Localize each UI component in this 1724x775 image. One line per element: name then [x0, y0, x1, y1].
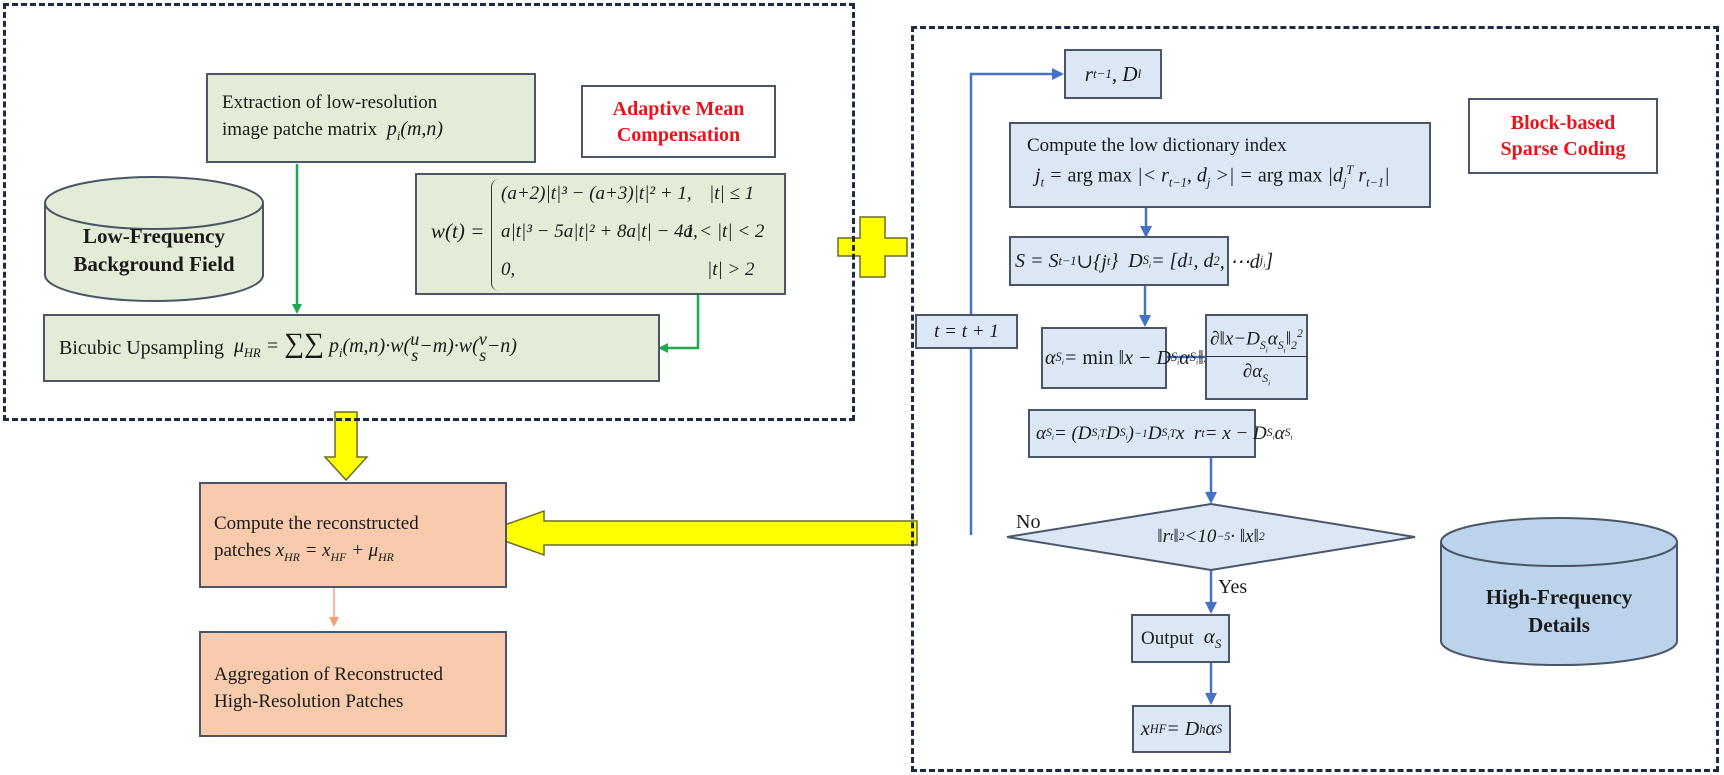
adaptive-mean-title: Adaptive Mean Compensation — [581, 85, 776, 158]
kernel-cond2: 1 < |t| < 2 — [685, 221, 765, 242]
extraction-box[interactable]: Extraction of low-resolution image patch… — [206, 73, 536, 163]
extraction-line1: Extraction of low-resolution — [222, 92, 438, 113]
sparse-coding-title-line2: Sparse Coding — [1500, 138, 1626, 160]
kernel-case1: (a+2)|t|³ − (a+3)|t|² + 1, — [501, 183, 692, 204]
decision-diamond[interactable] — [1006, 502, 1416, 572]
adaptive-mean-title-line1: Adaptive Mean — [612, 97, 745, 120]
reconstruct-line1: Compute the reconstructed — [214, 513, 419, 534]
kernel-case3: 0, — [501, 259, 516, 280]
high-frequency-label: High-Frequency Details — [1441, 583, 1677, 639]
adaptive-mean-panel — [3, 3, 855, 421]
min-box[interactable]: αSi = min ‖x − DSiαSi‖22 — [1041, 327, 1216, 389]
aggregate-line1: Aggregation of Reconstructed — [214, 664, 443, 685]
extraction-line2: image patche matrix — [222, 119, 378, 140]
gradient-denominator: ∂αSi — [1242, 361, 1271, 388]
increment-box[interactable]: t = t + 1 — [915, 314, 1018, 349]
yellow-plus-icon — [837, 216, 908, 278]
index-formula: jt = arg max |< rt−1, dj >| = arg max |d… — [1035, 163, 1390, 190]
aggregate-line2: High-Resolution Patches — [214, 691, 404, 712]
arrow-kernel-to-upsampling — [658, 294, 700, 353]
high-frequency-database-icon — [1440, 517, 1678, 666]
index-line1: Compute the low dictionary index — [1027, 135, 1287, 156]
output-label: Output — [1141, 628, 1194, 649]
sparse-coding-title: Block-based Sparse Coding — [1468, 98, 1658, 174]
output-formula: αS — [1203, 624, 1222, 652]
reconstruct-box[interactable]: Compute the reconstructed patches xHR = … — [199, 482, 507, 588]
yellow-down-arrow — [323, 411, 369, 482]
reconstruct-formula: xHR = xHF + μHR — [275, 540, 394, 564]
no-label: No — [1016, 511, 1041, 533]
gradient-numerator: ∂‖x−DSiαSi‖22 — [1206, 327, 1307, 358]
kernel-case2: a|t|³ − 5a|t|² + 8a|t| − 4a, — [501, 221, 698, 242]
sparse-coding-title-line1: Block-based — [1510, 112, 1616, 134]
upsampling-label: Bicubic Upsampling — [59, 336, 224, 359]
kernel-lhs: w(t) = — [431, 219, 485, 243]
aggregate-box[interactable]: Aggregation of Reconstructed High-Resolu… — [199, 631, 507, 737]
gradient-box[interactable]: ∂‖x−DSiαSi‖22 ∂αSi — [1205, 314, 1308, 400]
yellow-left-arrow — [479, 509, 918, 557]
high-frequency-line1: High-Frequency — [1485, 585, 1633, 609]
kernel-cond3: |t| > 2 — [707, 259, 755, 280]
high-frequency-line2: Details — [1528, 613, 1590, 637]
adaptive-mean-title-line2: Compensation — [616, 123, 741, 146]
sparse-coding-panel — [911, 26, 1719, 772]
reconstruct-line2: patches — [214, 540, 271, 561]
arrow-loop-to-init — [969, 68, 1064, 535]
low-frequency-label: Low-Frequency Background Field — [45, 222, 263, 278]
index-box[interactable]: Compute the low dictionary index jt = ar… — [1009, 122, 1431, 208]
kernel-cond1: |t| ≤ 1 — [709, 183, 755, 204]
kernel-formula-box[interactable]: w(t) = (a+2)|t|³ − (a+3)|t|² + 1, |t| ≤ … — [415, 173, 786, 295]
kernel-brace — [491, 179, 499, 291]
yes-label: Yes — [1218, 576, 1248, 598]
output-box[interactable]: Output αS — [1131, 614, 1230, 663]
low-frequency-database-icon — [44, 176, 264, 302]
extraction-formula: pi(m,n) — [381, 118, 444, 143]
low-frequency-line2: Background Field — [73, 252, 235, 276]
low-frequency-line1: Low-Frequency — [83, 224, 225, 248]
